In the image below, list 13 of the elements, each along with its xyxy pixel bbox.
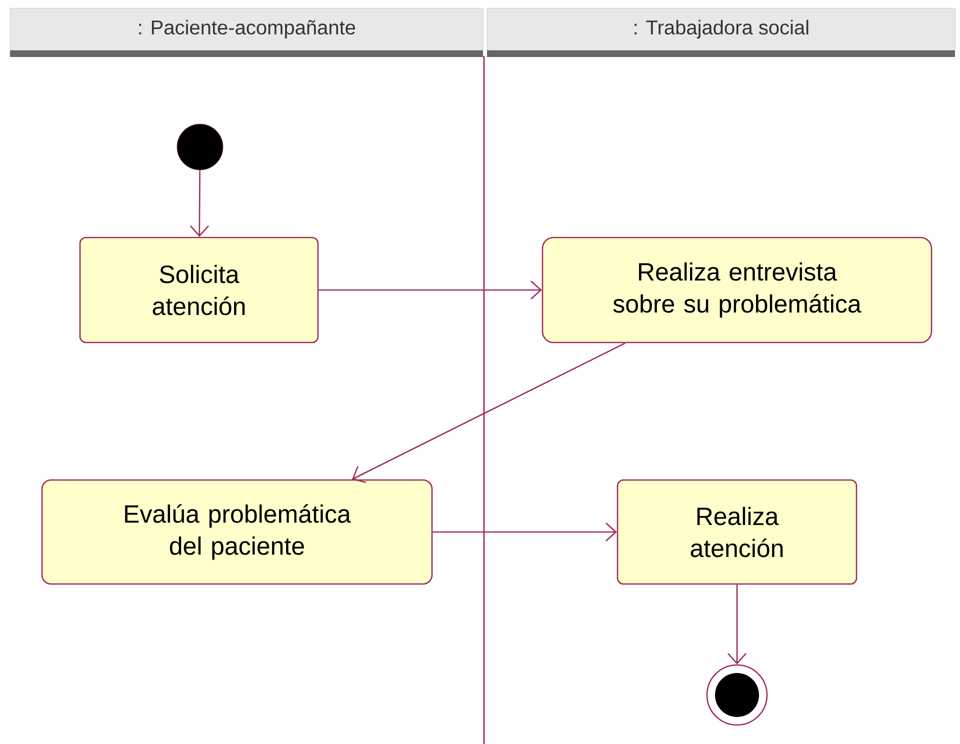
end-circle [706, 664, 768, 726]
activity-box: Realiza entrevista sobre su problemática [542, 236, 932, 344]
arrow [728, 584, 746, 664]
arrow [352, 342, 626, 484]
start-dot [176, 124, 224, 170]
lane-header: : Trabajadora social [487, 8, 956, 57]
activity-box: Solicita atención [79, 236, 319, 344]
arrow [190, 170, 209, 237]
activity-box: Evalúa problemática del paciente [41, 479, 433, 585]
lane-header: : Paciente-acompañante [10, 8, 484, 57]
activity-box: Realiza atención [616, 479, 858, 585]
arrow [432, 522, 617, 542]
arrow [318, 280, 542, 300]
